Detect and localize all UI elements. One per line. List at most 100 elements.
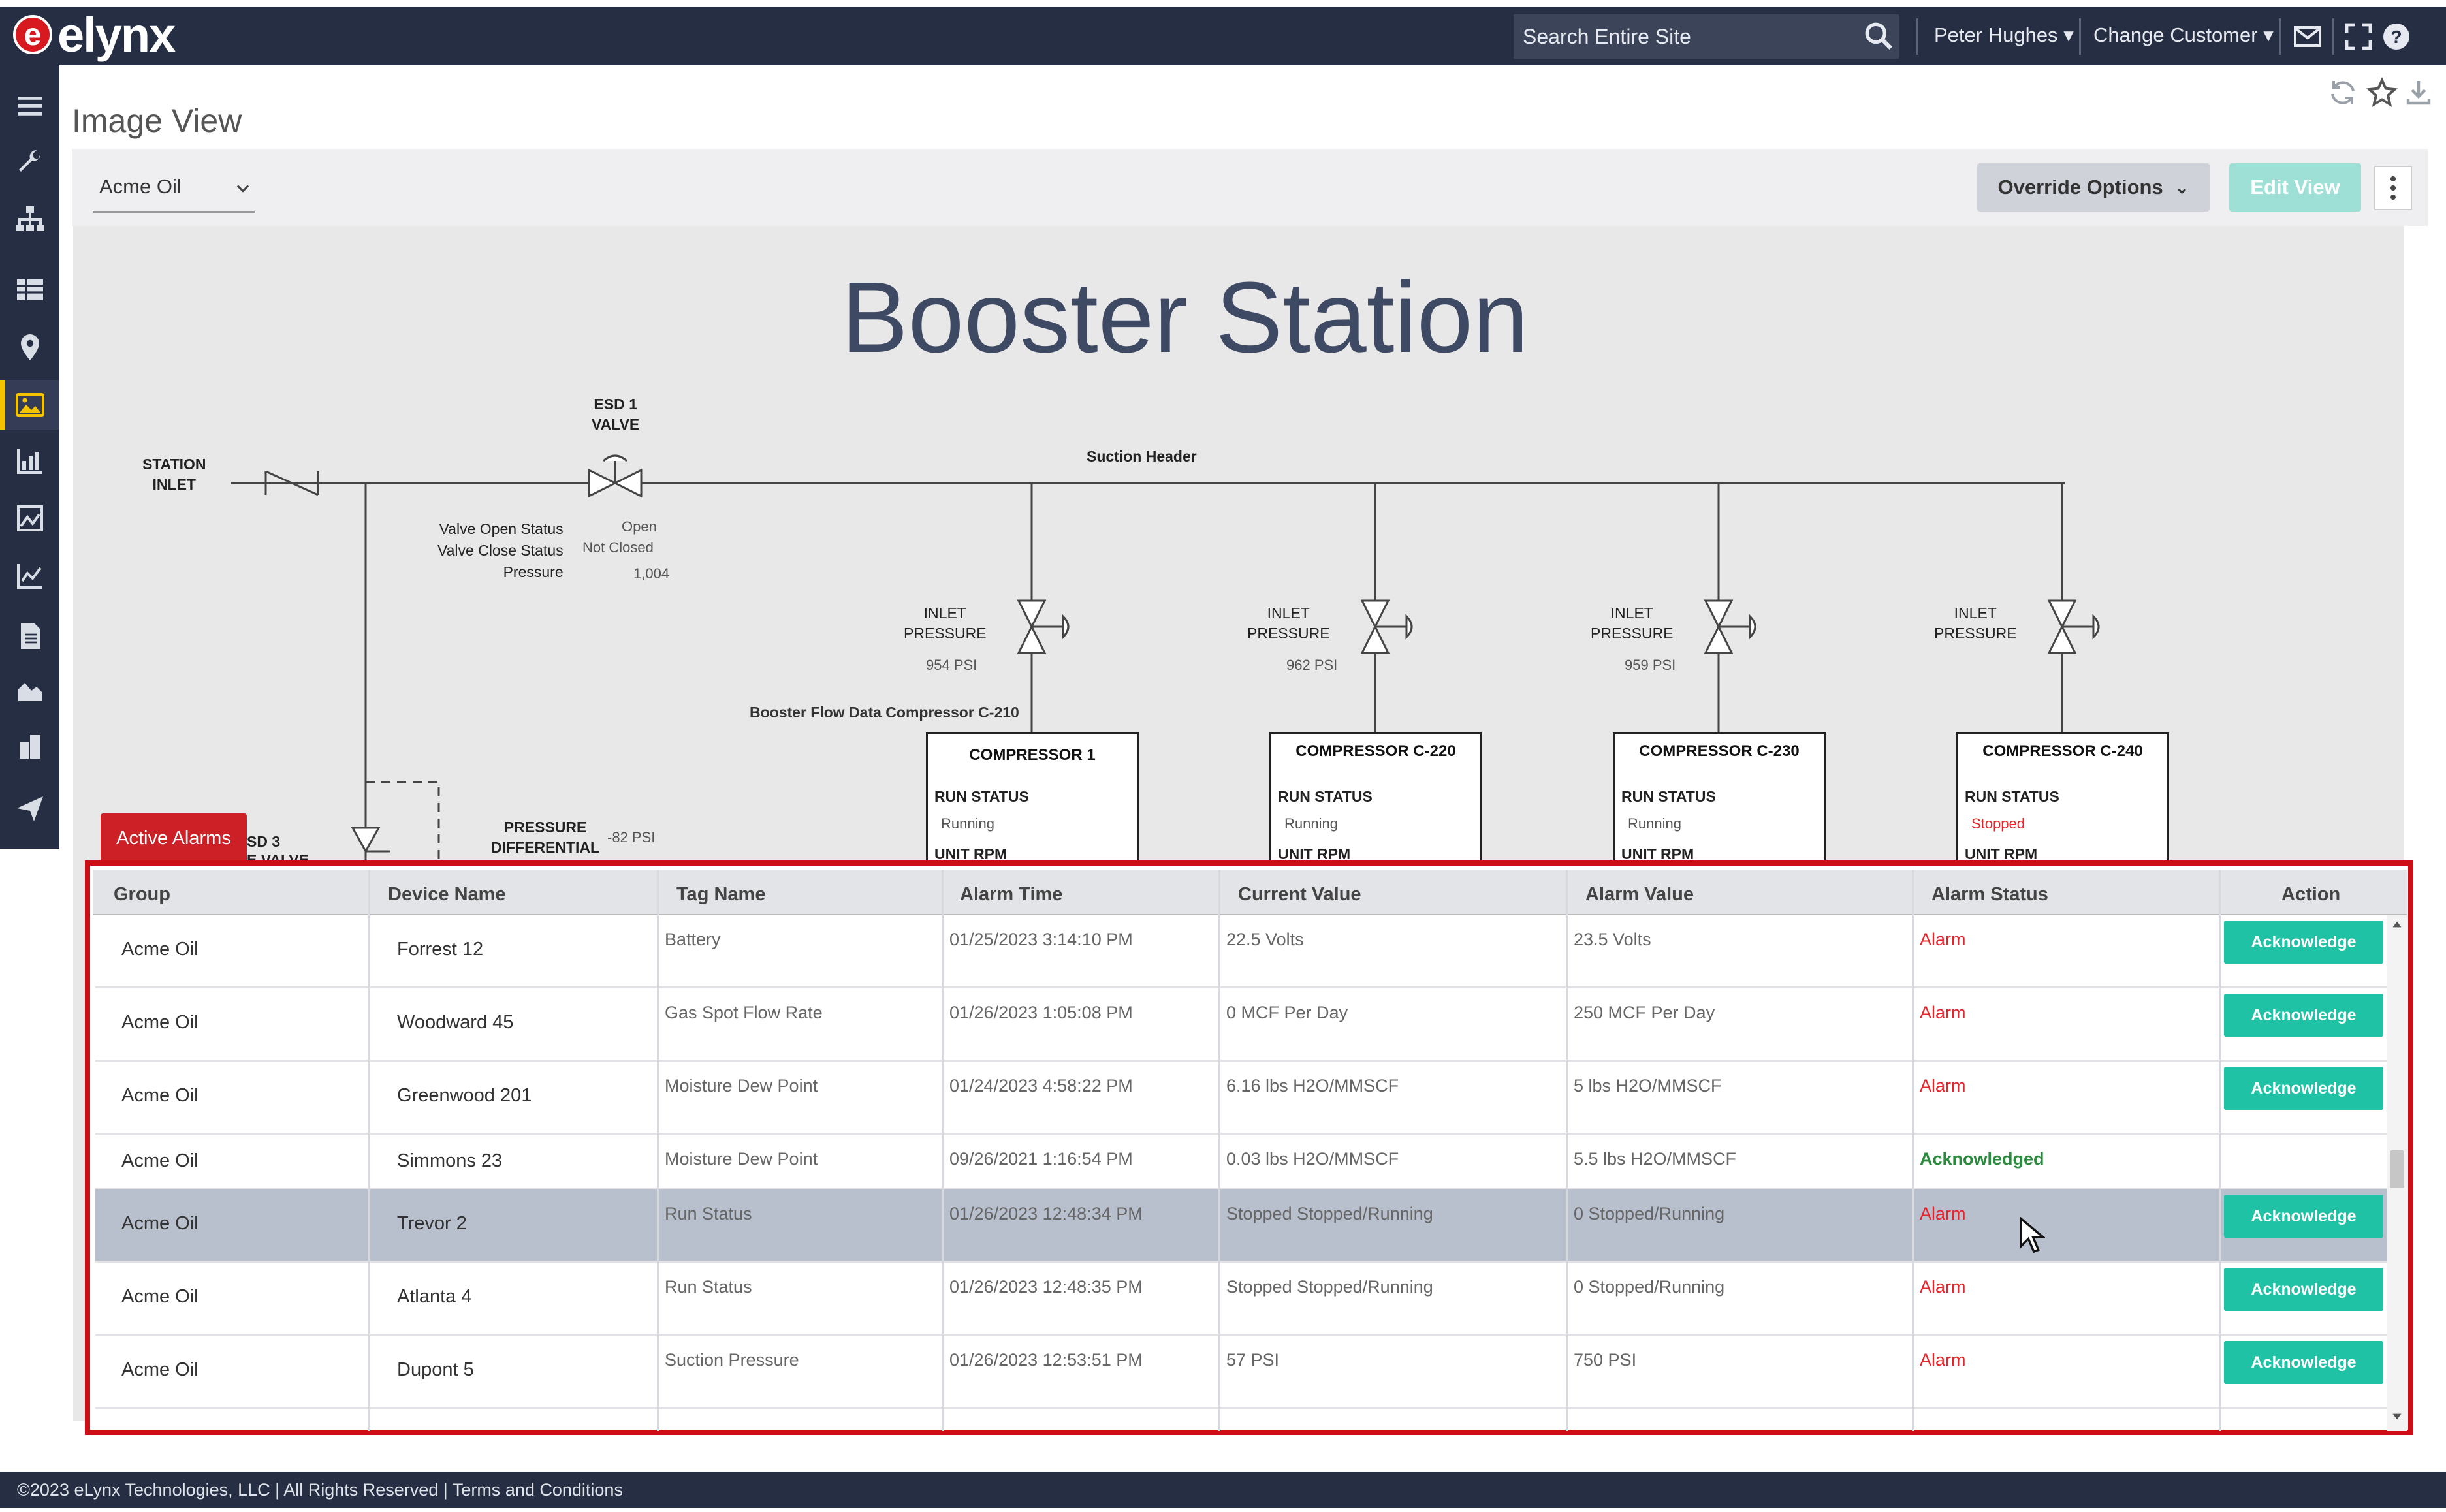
acknowledge-button[interactable]: Acknowledge	[2224, 1341, 2383, 1384]
customer-select[interactable]: Acme Oil	[93, 162, 255, 213]
run-status-label: RUN STATUS	[934, 788, 1029, 805]
compressor-name: COMPRESSOR C-240	[1982, 742, 2143, 760]
cell-tag-name: Moisture Dew Point	[665, 1149, 818, 1169]
mail-icon[interactable]	[2292, 21, 2323, 52]
acknowledge-button[interactable]: Acknowledge	[2224, 1268, 2383, 1311]
cell-tag-name: Battery	[665, 930, 721, 949]
inlet-valve-3	[1704, 599, 1756, 654]
column-header-device-name[interactable]: Device Name	[388, 884, 506, 905]
scroll-down-icon[interactable]	[2390, 1409, 2404, 1425]
override-options-button[interactable]: Override Options⌄	[1977, 163, 2210, 212]
table-row[interactable]	[95, 915, 2394, 988]
cell-alarm-time: 01/24/2023 4:58:22 PM	[949, 1076, 1133, 1095]
cell-group: Acme Oil	[121, 1150, 199, 1171]
table-row[interactable]	[95, 1189, 2394, 1263]
star-icon[interactable]	[2366, 77, 2398, 108]
table-row[interactable]	[95, 1135, 2394, 1189]
cell-current-value: 0.03 lbs H2O/MMSCF	[1226, 1149, 1399, 1169]
chevron-down-icon[interactable]	[234, 179, 252, 197]
chevron-down-icon: ▾	[2063, 24, 2074, 46]
valve-open-value: Open	[622, 518, 657, 535]
column-header-group[interactable]: Group	[114, 884, 170, 905]
cell-alarm-value: 0 Stopped/Running	[1574, 1277, 1725, 1297]
unit-rpm-label: UNIT RPM	[1278, 845, 1351, 862]
run-status-value: Running	[1628, 815, 1681, 832]
search-input[interactable]: Search Entire Site	[1514, 14, 1899, 59]
line-chart-icon[interactable]	[14, 560, 46, 591]
location-pin-icon[interactable]	[14, 332, 46, 363]
column-header-action[interactable]: Action	[2281, 884, 2341, 905]
cell-alarm-value: 750 PSI	[1574, 1350, 1637, 1370]
image-icon[interactable]	[14, 389, 46, 420]
inlet-valve-1	[1017, 599, 1070, 654]
cell-group: Acme Oil	[121, 1012, 199, 1033]
grid-scrollbar-thumb[interactable]	[2390, 1150, 2404, 1188]
svg-text:?: ?	[2390, 27, 2402, 47]
help-icon[interactable]: ?	[2381, 21, 2412, 52]
acknowledge-button[interactable]: Acknowledge	[2224, 1067, 2383, 1110]
logo-mark: e	[13, 15, 52, 54]
bar-chart-icon[interactable]	[14, 445, 46, 477]
area-chart-icon[interactable]	[14, 674, 46, 705]
cell-tag-name: Suction Pressure	[665, 1350, 799, 1370]
chevron-down-icon: ▾	[2263, 24, 2274, 46]
more-options-button[interactable]	[2374, 166, 2412, 210]
active-alarms-tab[interactable]: Active Alarms	[101, 813, 247, 863]
change-customer-menu[interactable]: Change Customer ▾	[2093, 24, 2274, 47]
column-header-current-value[interactable]: Current Value	[1238, 884, 1361, 905]
page-footer: ©2023 eLynx Technologies, LLC | All Righ…	[0, 1472, 2446, 1508]
send-icon[interactable]	[14, 793, 46, 824]
menu-icon[interactable]	[14, 90, 46, 121]
cell-device-name: Trevor 2	[397, 1213, 467, 1234]
column-header-tag-name[interactable]: Tag Name	[676, 884, 766, 905]
column-header-alarm-value[interactable]: Alarm Value	[1585, 884, 1694, 905]
user-menu[interactable]: Peter Hughes ▾	[1934, 24, 2074, 47]
valve-close-value: Not Closed	[582, 539, 654, 556]
cell-alarm-value: 5.5 lbs H2O/MMSCF	[1574, 1149, 1737, 1169]
unit-rpm-label: UNIT RPM	[1965, 845, 2038, 862]
table-row[interactable]	[95, 1062, 2394, 1135]
table-row[interactable]	[95, 1336, 2394, 1409]
table-row[interactable]	[95, 988, 2394, 1062]
fullscreen-icon[interactable]	[2343, 21, 2374, 52]
download-icon[interactable]	[2403, 77, 2434, 108]
document-icon[interactable]	[14, 620, 46, 652]
edit-view-button[interactable]: Edit View	[2229, 163, 2361, 212]
sidebar-active-indicator	[0, 380, 59, 430]
cell-current-value: 22.5 Volts	[1226, 930, 1304, 949]
search-icon[interactable]	[1862, 20, 1895, 52]
inlet-valve-4	[2047, 599, 2100, 654]
cell-alarm-time: 01/26/2023 1:05:08 PM	[949, 1003, 1133, 1022]
cell-alarm-status: Alarm	[1920, 1350, 1966, 1370]
refresh-icon[interactable]	[2327, 77, 2359, 108]
wrench-icon[interactable]	[14, 146, 46, 178]
run-status-label: RUN STATUS	[1621, 788, 1716, 805]
table-icon[interactable]	[14, 274, 46, 306]
brand-logo[interactable]: e elynx	[13, 8, 176, 62]
cell-current-value: Stopped Stopped/Running	[1226, 1204, 1433, 1223]
column-divider	[2219, 870, 2221, 1431]
hierarchy-icon[interactable]	[14, 204, 46, 235]
scroll-up-icon[interactable]	[2390, 917, 2404, 932]
top-navbar	[0, 0, 2446, 65]
cell-tag-name: Moisture Dew Point	[665, 1076, 818, 1095]
alarms-grid-header	[93, 870, 2407, 915]
cell-current-value: Stopped Stopped/Running	[1226, 1277, 1433, 1297]
building-icon[interactable]	[14, 731, 46, 763]
cell-tag-name: Run Status	[665, 1277, 752, 1297]
run-status-label: RUN STATUS	[1965, 788, 2059, 805]
cell-group: Acme Oil	[121, 1213, 199, 1234]
acknowledge-button[interactable]: Acknowledge	[2224, 921, 2383, 964]
column-header-alarm-time[interactable]: Alarm Time	[960, 884, 1063, 905]
acknowledge-button[interactable]: Acknowledge	[2224, 994, 2383, 1037]
cell-device-name: Simmons 23	[397, 1150, 503, 1171]
table-row[interactable]	[95, 1263, 2394, 1336]
picture-chart-icon[interactable]	[14, 503, 46, 534]
run-status-value: Running	[941, 815, 994, 832]
column-divider	[1566, 870, 1568, 1431]
inlet-pressure-value: 962 PSI	[1286, 657, 1338, 673]
topbar-divider	[2079, 18, 2081, 55]
column-header-alarm-status[interactable]: Alarm Status	[1931, 884, 2048, 905]
acknowledge-button[interactable]: Acknowledge	[2224, 1195, 2383, 1238]
